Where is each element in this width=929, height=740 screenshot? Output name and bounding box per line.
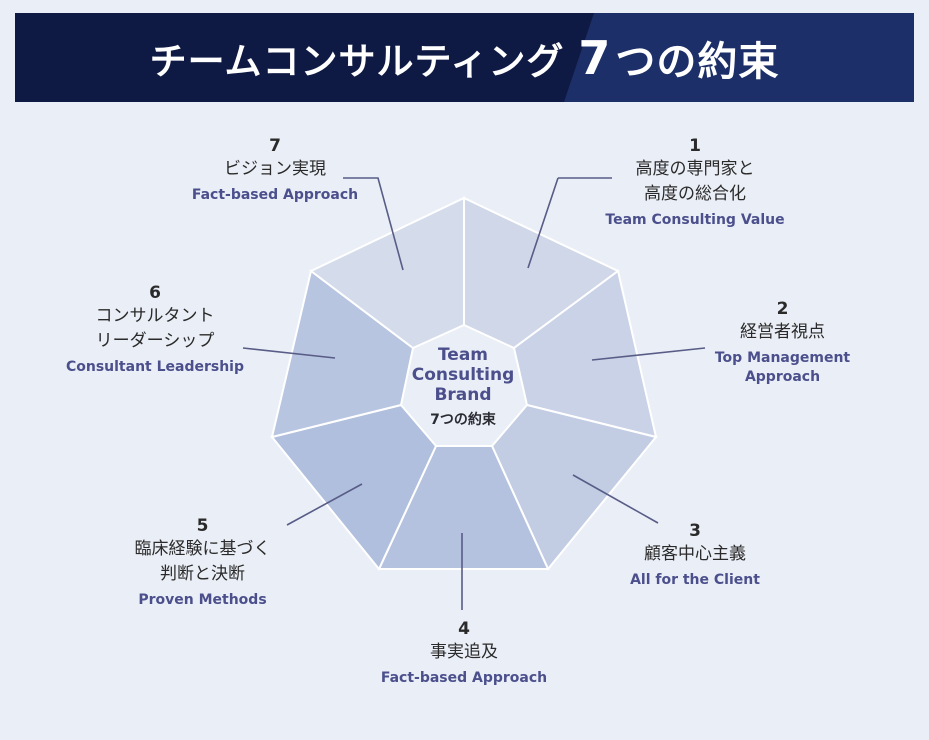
- promise-4: 4 事実追及 Fact-based Approach: [364, 618, 564, 688]
- promise-2: 2 経営者視点 Top Management Approach: [700, 298, 865, 387]
- promise-6: 6 コンサルタント リーダーシップ Consultant Leadership: [60, 282, 250, 377]
- segments: [270, 196, 658, 571]
- promise-number: 5: [196, 516, 209, 536]
- center-subtitle: 7つの約束: [430, 412, 496, 428]
- header-banner: チームコンサルティング 7 つの約束: [15, 13, 914, 102]
- promise-en-line: Proven Methods: [138, 592, 267, 608]
- promise-jp-line: 事実追及: [430, 642, 498, 662]
- promise-jp-line: 判断と決断: [160, 564, 245, 584]
- promise-en-line: Fact-based Approach: [380, 670, 548, 686]
- promise-jp-line: 顧客中心主義: [644, 544, 746, 564]
- promise-en-line: Top Management: [714, 350, 851, 366]
- center-line-2: Consulting: [411, 365, 515, 385]
- promise-jp-line: 臨床経験に基づく: [134, 539, 271, 559]
- header-accent: [564, 13, 914, 102]
- promise-jp-line: ビジョン実現: [224, 159, 326, 179]
- connectors: [242, 177, 706, 610]
- promise-3: 3 顧客中心主義 All for the Client: [610, 520, 780, 590]
- promise-en-line: Team Consulting Value: [605, 212, 785, 228]
- promise-jp-line: 高度の総合化: [644, 184, 746, 204]
- promise-en-line: Consultant Leadership: [65, 359, 245, 375]
- connector-line-1: [527, 177, 612, 269]
- title-tail: つの約束: [615, 38, 780, 85]
- page-title: チームコンサルティング 7 つの約束: [15, 13, 914, 102]
- promise-number: 7: [269, 136, 281, 156]
- center-line-3: Brand: [434, 385, 492, 405]
- promise-en-line: Fact-based Approach: [191, 187, 359, 203]
- promise-number: 1: [689, 136, 701, 156]
- title-number: 7: [578, 30, 612, 85]
- promise-jp-line: 高度の専門家と: [635, 159, 755, 179]
- segment-7: [309, 196, 465, 350]
- promise-number: 2: [776, 299, 789, 319]
- connector-line-6: [242, 347, 336, 359]
- promise-number: 4: [458, 619, 470, 639]
- connector-line-3: [572, 474, 659, 524]
- connector-line-2: [591, 347, 706, 361]
- center-label: Team Consulting Brand 7つの約束: [403, 345, 523, 429]
- promise-jp-line: コンサルタント: [95, 306, 215, 326]
- promise-jp-line: 経営者視点: [740, 322, 825, 342]
- promise-7: 7 ビジョン実現 Fact-based Approach: [180, 135, 370, 205]
- promise-1: 1 高度の専門家と 高度の総合化 Team Consulting Value: [590, 135, 800, 230]
- title-main: チームコンサルティング: [149, 39, 565, 83]
- promise-en-line: Approach: [744, 369, 821, 385]
- promise-jp-line: リーダーシップ: [95, 331, 215, 351]
- promise-en-line: All for the Client: [630, 572, 760, 588]
- connector-line-7: [343, 177, 404, 271]
- promise-number: 3: [689, 521, 701, 541]
- promise-5: 5 臨床経験に基づく 判断と決断 Proven Methods: [110, 515, 295, 610]
- center-line-1: Team: [437, 345, 489, 365]
- promise-number: 6: [149, 283, 161, 303]
- connector-line-5: [286, 483, 363, 526]
